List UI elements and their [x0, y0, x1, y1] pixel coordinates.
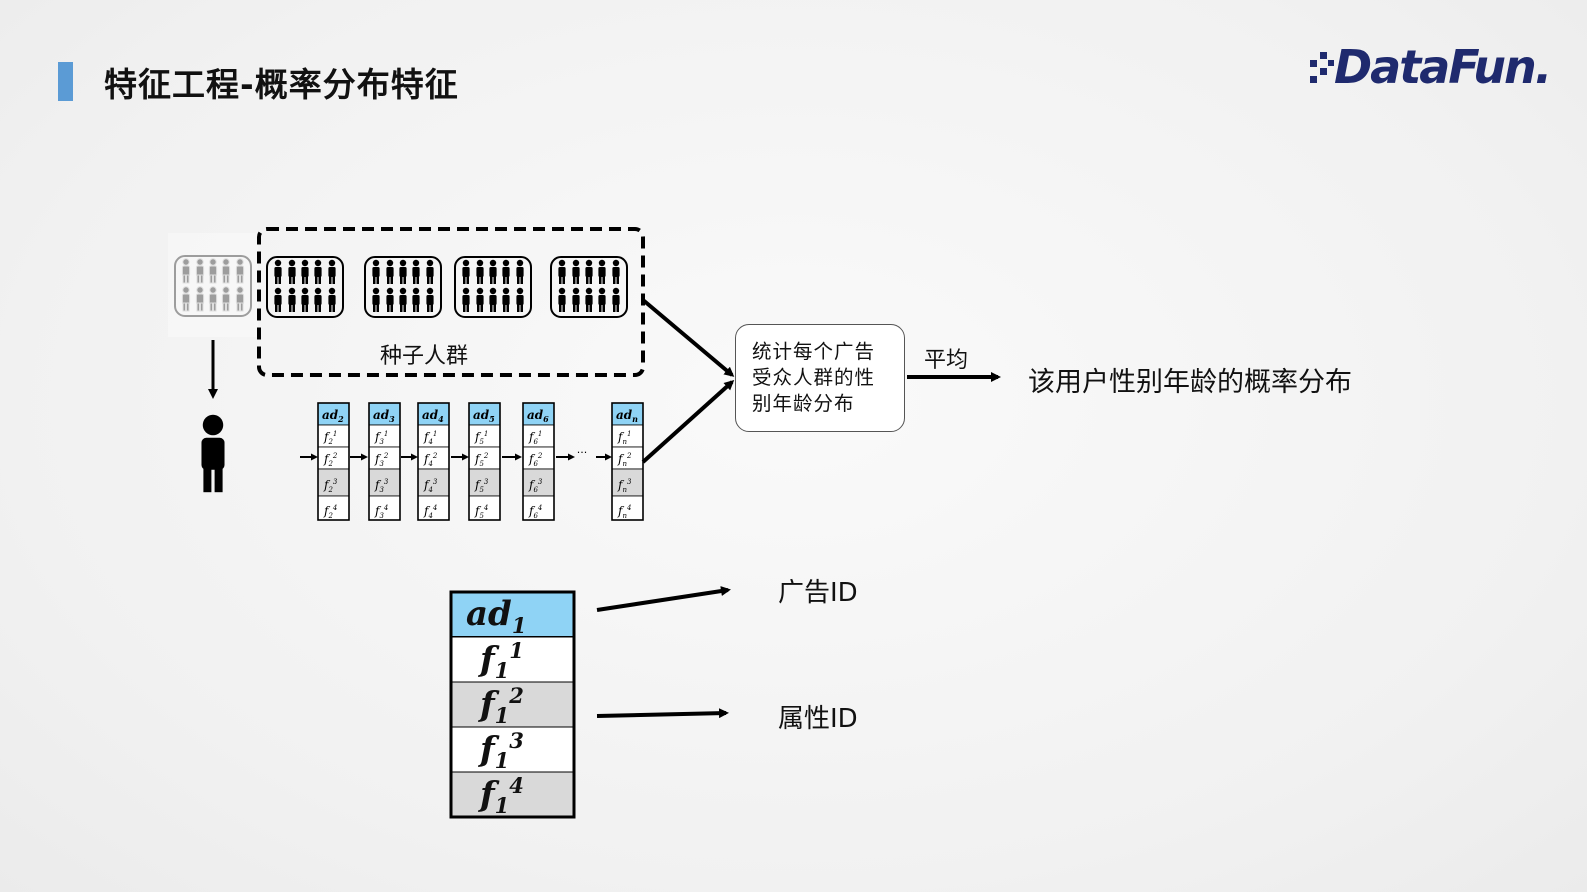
- ad-id-label: 广告ID: [778, 578, 858, 608]
- legend-feature-cell: f14: [480, 773, 524, 819]
- stat-box-line: 统计每个广告: [752, 340, 876, 363]
- sequence-cell: [522, 495, 555, 521]
- seed-to-stat-arrow: [641, 298, 735, 377]
- slide-title: 特征工程-概率分布特征: [104, 65, 459, 104]
- ad-id-arrow: [596, 586, 731, 612]
- sequence-cell: [368, 468, 401, 497]
- result-label: 该用户性别年龄的概率分布: [1028, 367, 1352, 398]
- seq-ellipsis: ···: [577, 446, 588, 459]
- legend-ad-cell: ad1: [466, 594, 527, 638]
- datafun-logo-text: DataFun.: [1334, 40, 1552, 94]
- attr-id-arrow: [596, 708, 729, 719]
- title-accent-bar: [58, 62, 73, 101]
- stat-process-box: 统计每个广告 受众人群的性 别年龄分布: [735, 324, 905, 432]
- seed-crowd-icon: [365, 257, 441, 317]
- seq-to-stat-arrow: [641, 379, 735, 464]
- seed-crowd-label: 种子人群: [380, 344, 469, 369]
- faded-crowd-icon: [168, 233, 258, 337]
- sequence-column-outline: [368, 402, 401, 521]
- seed-crowd-icon: [267, 257, 343, 317]
- sequence-column-outline: [317, 402, 350, 521]
- average-label: 平均: [924, 348, 969, 373]
- legend-table: [449, 590, 576, 819]
- legend-feature-cell: f12: [480, 683, 524, 729]
- seed-crowd-icon: [455, 257, 531, 317]
- seed-crowd-icon: [551, 257, 627, 317]
- attr-id-label: 属性ID: [778, 704, 858, 734]
- sequence-column-outline: [468, 402, 501, 521]
- stat-box-line: 别年龄分布: [752, 392, 855, 415]
- sequence-column-outline: [417, 402, 450, 521]
- stat-box-line: 受众人群的性: [752, 366, 876, 389]
- sequence-cell: [468, 468, 501, 497]
- datafun-logo-mark: [1310, 52, 1334, 83]
- user-icon: [201, 414, 225, 493]
- legend-feature-cell: f13: [480, 728, 524, 774]
- sequence-column-outline: [522, 402, 555, 521]
- legend-feature-cell: f11: [480, 638, 524, 684]
- sequence-cell: [468, 495, 501, 521]
